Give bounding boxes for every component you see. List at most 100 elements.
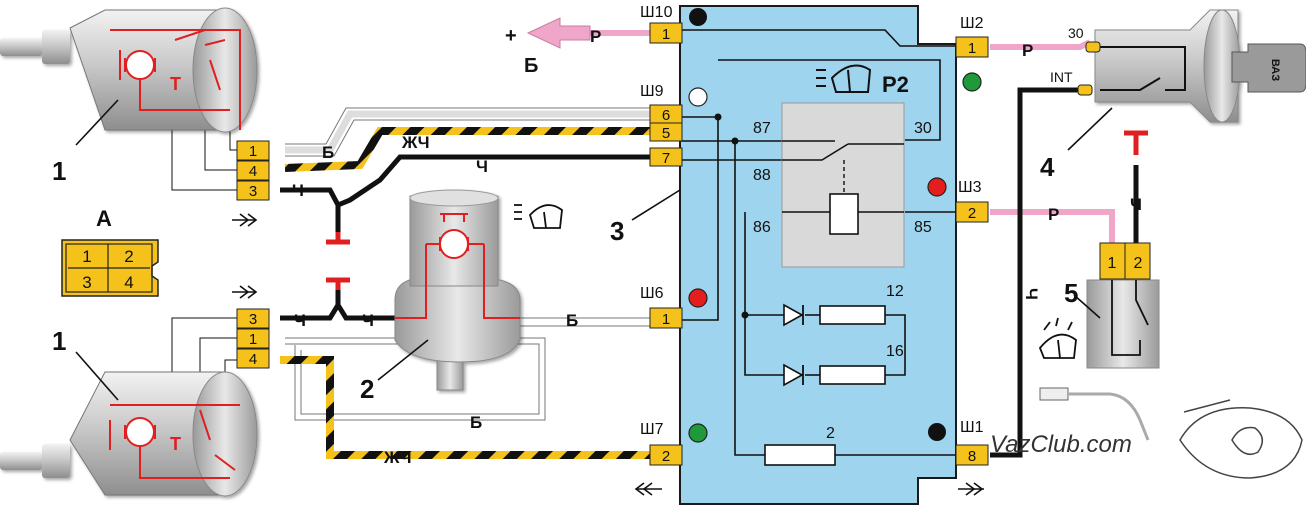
wire-label: Ч [1022, 288, 1041, 300]
relay-t30: 30 [914, 120, 932, 137]
chevron-icon-top-motor [232, 213, 258, 227]
ignition-switch [1094, 9, 1241, 123]
component-label: 2 [360, 374, 374, 404]
chevron-icon-sh7 [634, 482, 662, 496]
washer-pump-schematic [395, 213, 520, 319]
diode-16 [783, 363, 804, 387]
key-text: ВАЗ [1269, 59, 1281, 81]
washer-icon-switch [1038, 317, 1077, 359]
wire-label: ЖЧ [401, 133, 430, 152]
sh10-pin: 1 [662, 26, 670, 43]
sh7-label: Ш7 [640, 421, 664, 438]
wire-label: Ч [362, 311, 374, 330]
callout-lines [75, 99, 1113, 401]
sh3-label: Ш3 [958, 179, 982, 196]
led-red-right [927, 177, 947, 197]
connector-a-pin: 3 [82, 273, 91, 292]
sh9-pin: 6 [662, 107, 670, 124]
connector-a-label: А [96, 206, 112, 231]
sh1-label: Ш1 [960, 419, 984, 436]
fuse-12-label: 12 [886, 283, 904, 300]
relay-t88: 88 [753, 167, 771, 184]
sh9-pin: 7 [662, 150, 670, 167]
connector-a-pin: 4 [124, 273, 133, 292]
ignition-schematic [1100, 46, 1186, 91]
sh3-pin: 2 [968, 205, 976, 222]
sh9-pin: 5 [662, 125, 670, 142]
component-label: 1 [52, 156, 66, 186]
sh6-label: Ш6 [640, 285, 664, 302]
motor-bottom-pin: 1 [249, 331, 257, 348]
motor-bottom-pin: 4 [249, 351, 257, 368]
connector-a-pin: 2 [124, 247, 133, 266]
mount-hole-dark-right [928, 423, 946, 441]
wire-label: Р [1022, 41, 1033, 60]
motor-top-connector: 1 4 3 [236, 140, 270, 201]
wire-label: Б [470, 413, 482, 432]
wire-label: Ч [292, 181, 304, 200]
wire-label: ЖЧ [383, 448, 412, 467]
diode-12 [783, 303, 804, 327]
wire-label: + [505, 25, 517, 47]
ignition-key: ВАЗ [1231, 43, 1306, 93]
car-logo-icon [1179, 399, 1303, 479]
sh1-pin: 8 [968, 448, 976, 465]
sh6-pin: 1 [662, 311, 670, 328]
relay-name: Р2 [882, 72, 909, 97]
motor-top-pin: 3 [249, 183, 257, 200]
ground-symbol-top [326, 232, 350, 245]
relay-t86: 86 [753, 219, 771, 236]
motor-bottom-connector: 3 1 4 [236, 308, 270, 369]
switch-pin: 2 [1134, 255, 1143, 272]
watermark-text: VazClub.com [990, 431, 1132, 458]
ground-symbol-switch [1124, 130, 1148, 155]
component-label: 5 [1064, 278, 1078, 308]
sh10-label: Ш10 [640, 4, 673, 21]
ground-symbol-bottom [326, 277, 350, 290]
sh7-pin: 2 [662, 448, 670, 465]
led-red-left [688, 288, 708, 308]
watermark: VazClub.com [990, 399, 1303, 479]
led-green-right [962, 72, 982, 92]
component-label: 1 [52, 326, 66, 356]
unit-pins [649, 22, 989, 466]
chevron-icon-bottom-motor [232, 285, 258, 299]
fuse-2 [764, 444, 836, 466]
wiper-icon-relay [816, 64, 872, 93]
wire-label: Ч [1130, 195, 1142, 214]
connector-a-pin: 1 [82, 247, 91, 266]
wire-label: Б [322, 143, 334, 162]
component-labels: 1 1 2 3 4 5 [52, 152, 1078, 404]
sh2-label: Ш2 [960, 15, 984, 32]
wire-label: Ч [476, 157, 488, 176]
component-label: 3 [610, 216, 624, 246]
motor-bottom-pin: 3 [249, 311, 257, 328]
motor-bottom [0, 371, 258, 497]
mount-hole-dark [689, 8, 707, 26]
wire-label: Б [566, 311, 578, 330]
loose-wire-sketch [1039, 387, 1150, 441]
connector-a: 1 2 3 4 [61, 239, 159, 297]
motor-top-schematic [110, 29, 241, 130]
switch-pin: 1 [1108, 255, 1117, 272]
relay-box [781, 102, 905, 268]
wire-labels: Б ЖЧ Ч Ч + Р Б Ч Ч Б Б ЖЧ Р Р Ч Ч [292, 25, 1142, 467]
motor-bottom-schematic [109, 404, 240, 479]
chevron-icon-sh1 [958, 482, 984, 496]
fuse-16 [819, 365, 886, 385]
fuse-2-label: 2 [826, 425, 835, 442]
fuse-12 [819, 305, 886, 325]
fuse-16-label: 16 [886, 343, 904, 360]
wire-label: Ч [294, 311, 306, 330]
led-white [688, 87, 708, 107]
motor-top-pin: 1 [249, 143, 257, 160]
wire-label: Р [1048, 205, 1059, 224]
relay-t87: 87 [753, 120, 771, 137]
plus-arrow [526, 17, 591, 49]
motor-top-thermal-mark: Т [170, 74, 181, 94]
washer-pump [394, 189, 521, 391]
control-unit: Р2 87 30 88 86 85 12 16 2 [679, 5, 982, 505]
sh2-pin: 1 [968, 40, 976, 57]
